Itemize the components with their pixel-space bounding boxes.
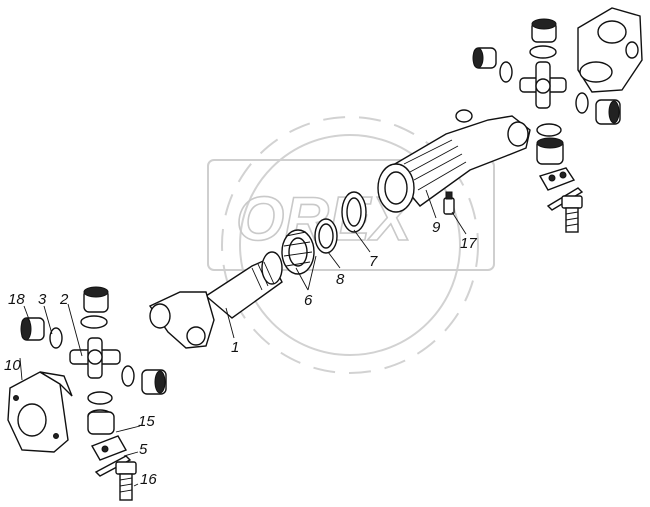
callout-9: 9 — [432, 219, 441, 236]
callout-18: 18 — [8, 291, 25, 308]
callout-17: 17 — [460, 235, 477, 252]
lower-flange-yoke-10 — [7, 371, 73, 453]
upper-lock-plate-bolt — [538, 167, 584, 233]
watermark-frame — [207, 159, 495, 271]
splined-yoke-1 — [148, 251, 283, 349]
watermark-gear — [239, 134, 461, 356]
callout-3: 3 — [38, 291, 47, 308]
callout-15: 15 — [138, 413, 155, 430]
callout-6: 6 — [304, 292, 313, 309]
callout-16: 16 — [140, 471, 157, 488]
callout-1: 1 — [231, 339, 239, 356]
callout-5: 5 — [139, 441, 148, 458]
seal-ring-8 — [314, 218, 338, 254]
callouts: 1 2 3 5 6 7 8 9 10 15 16 17 18 — [4, 219, 477, 488]
grease-fitting-17 — [443, 191, 455, 215]
cotter-pin-5 — [94, 455, 132, 477]
sliding-yoke-9 — [377, 109, 531, 213]
callout-10: 10 — [4, 357, 21, 374]
upper-bearing-caps — [472, 18, 621, 165]
callout-2: 2 — [59, 291, 69, 308]
lower-bearing-caps — [20, 286, 167, 435]
lower-cross-spider-2 — [69, 337, 121, 379]
spline-bushing-6 — [281, 229, 315, 275]
callout-7: 7 — [369, 253, 378, 270]
upper-flange-yoke — [577, 7, 643, 93]
bolt-16 — [115, 461, 137, 501]
lock-plate-15 — [90, 435, 128, 461]
leader-lines — [19, 189, 467, 487]
seal-ring-7 — [341, 191, 367, 233]
callout-8: 8 — [336, 271, 345, 288]
upper-cross-spider — [519, 61, 567, 109]
